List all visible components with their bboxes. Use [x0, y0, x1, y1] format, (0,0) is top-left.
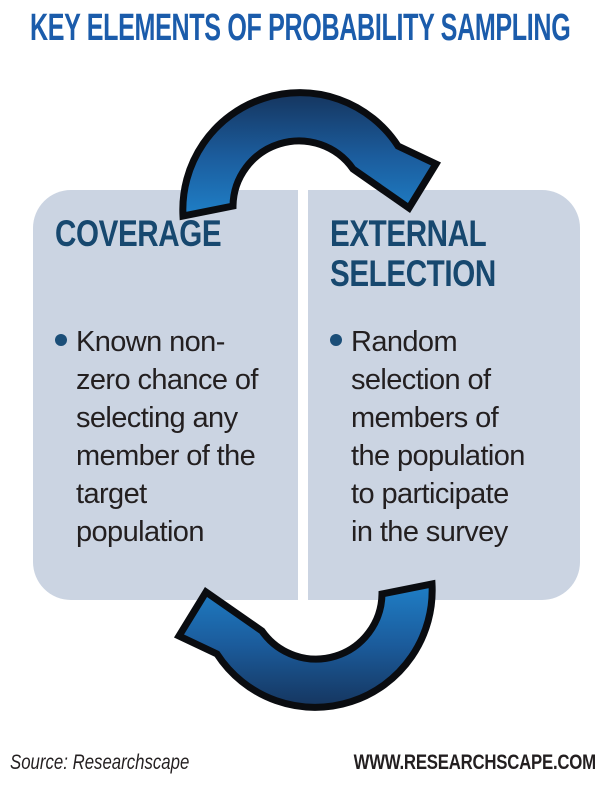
bullet-icon [330, 334, 342, 346]
external-selection-bullet-item: Random selection of members of the popul… [330, 323, 574, 551]
panel-external-selection: EXTERNAL SELECTION Random selection of m… [308, 190, 580, 600]
coverage-bullet-text: Known non- zero chance of selecting any … [76, 326, 258, 548]
panel-coverage: COVERAGE Known non- zero chance of selec… [33, 190, 298, 600]
bullet-icon [55, 334, 67, 346]
curved-arrow-bottom-icon [179, 584, 432, 707]
website-url: WWW.RESEARCHSCAPE.COM [353, 751, 597, 774]
coverage-bullet-item: Known non- zero chance of selecting any … [55, 323, 292, 551]
external-selection-bullet-text: Random selection of members of the popul… [351, 326, 525, 548]
external-selection-heading: EXTERNAL SELECTION [330, 213, 496, 294]
source-credit: Source: Researchscape [10, 751, 190, 774]
page-title: KEY ELEMENTS OF PROBABILITY SAMPLING [30, 7, 571, 49]
coverage-heading: COVERAGE [55, 213, 222, 254]
